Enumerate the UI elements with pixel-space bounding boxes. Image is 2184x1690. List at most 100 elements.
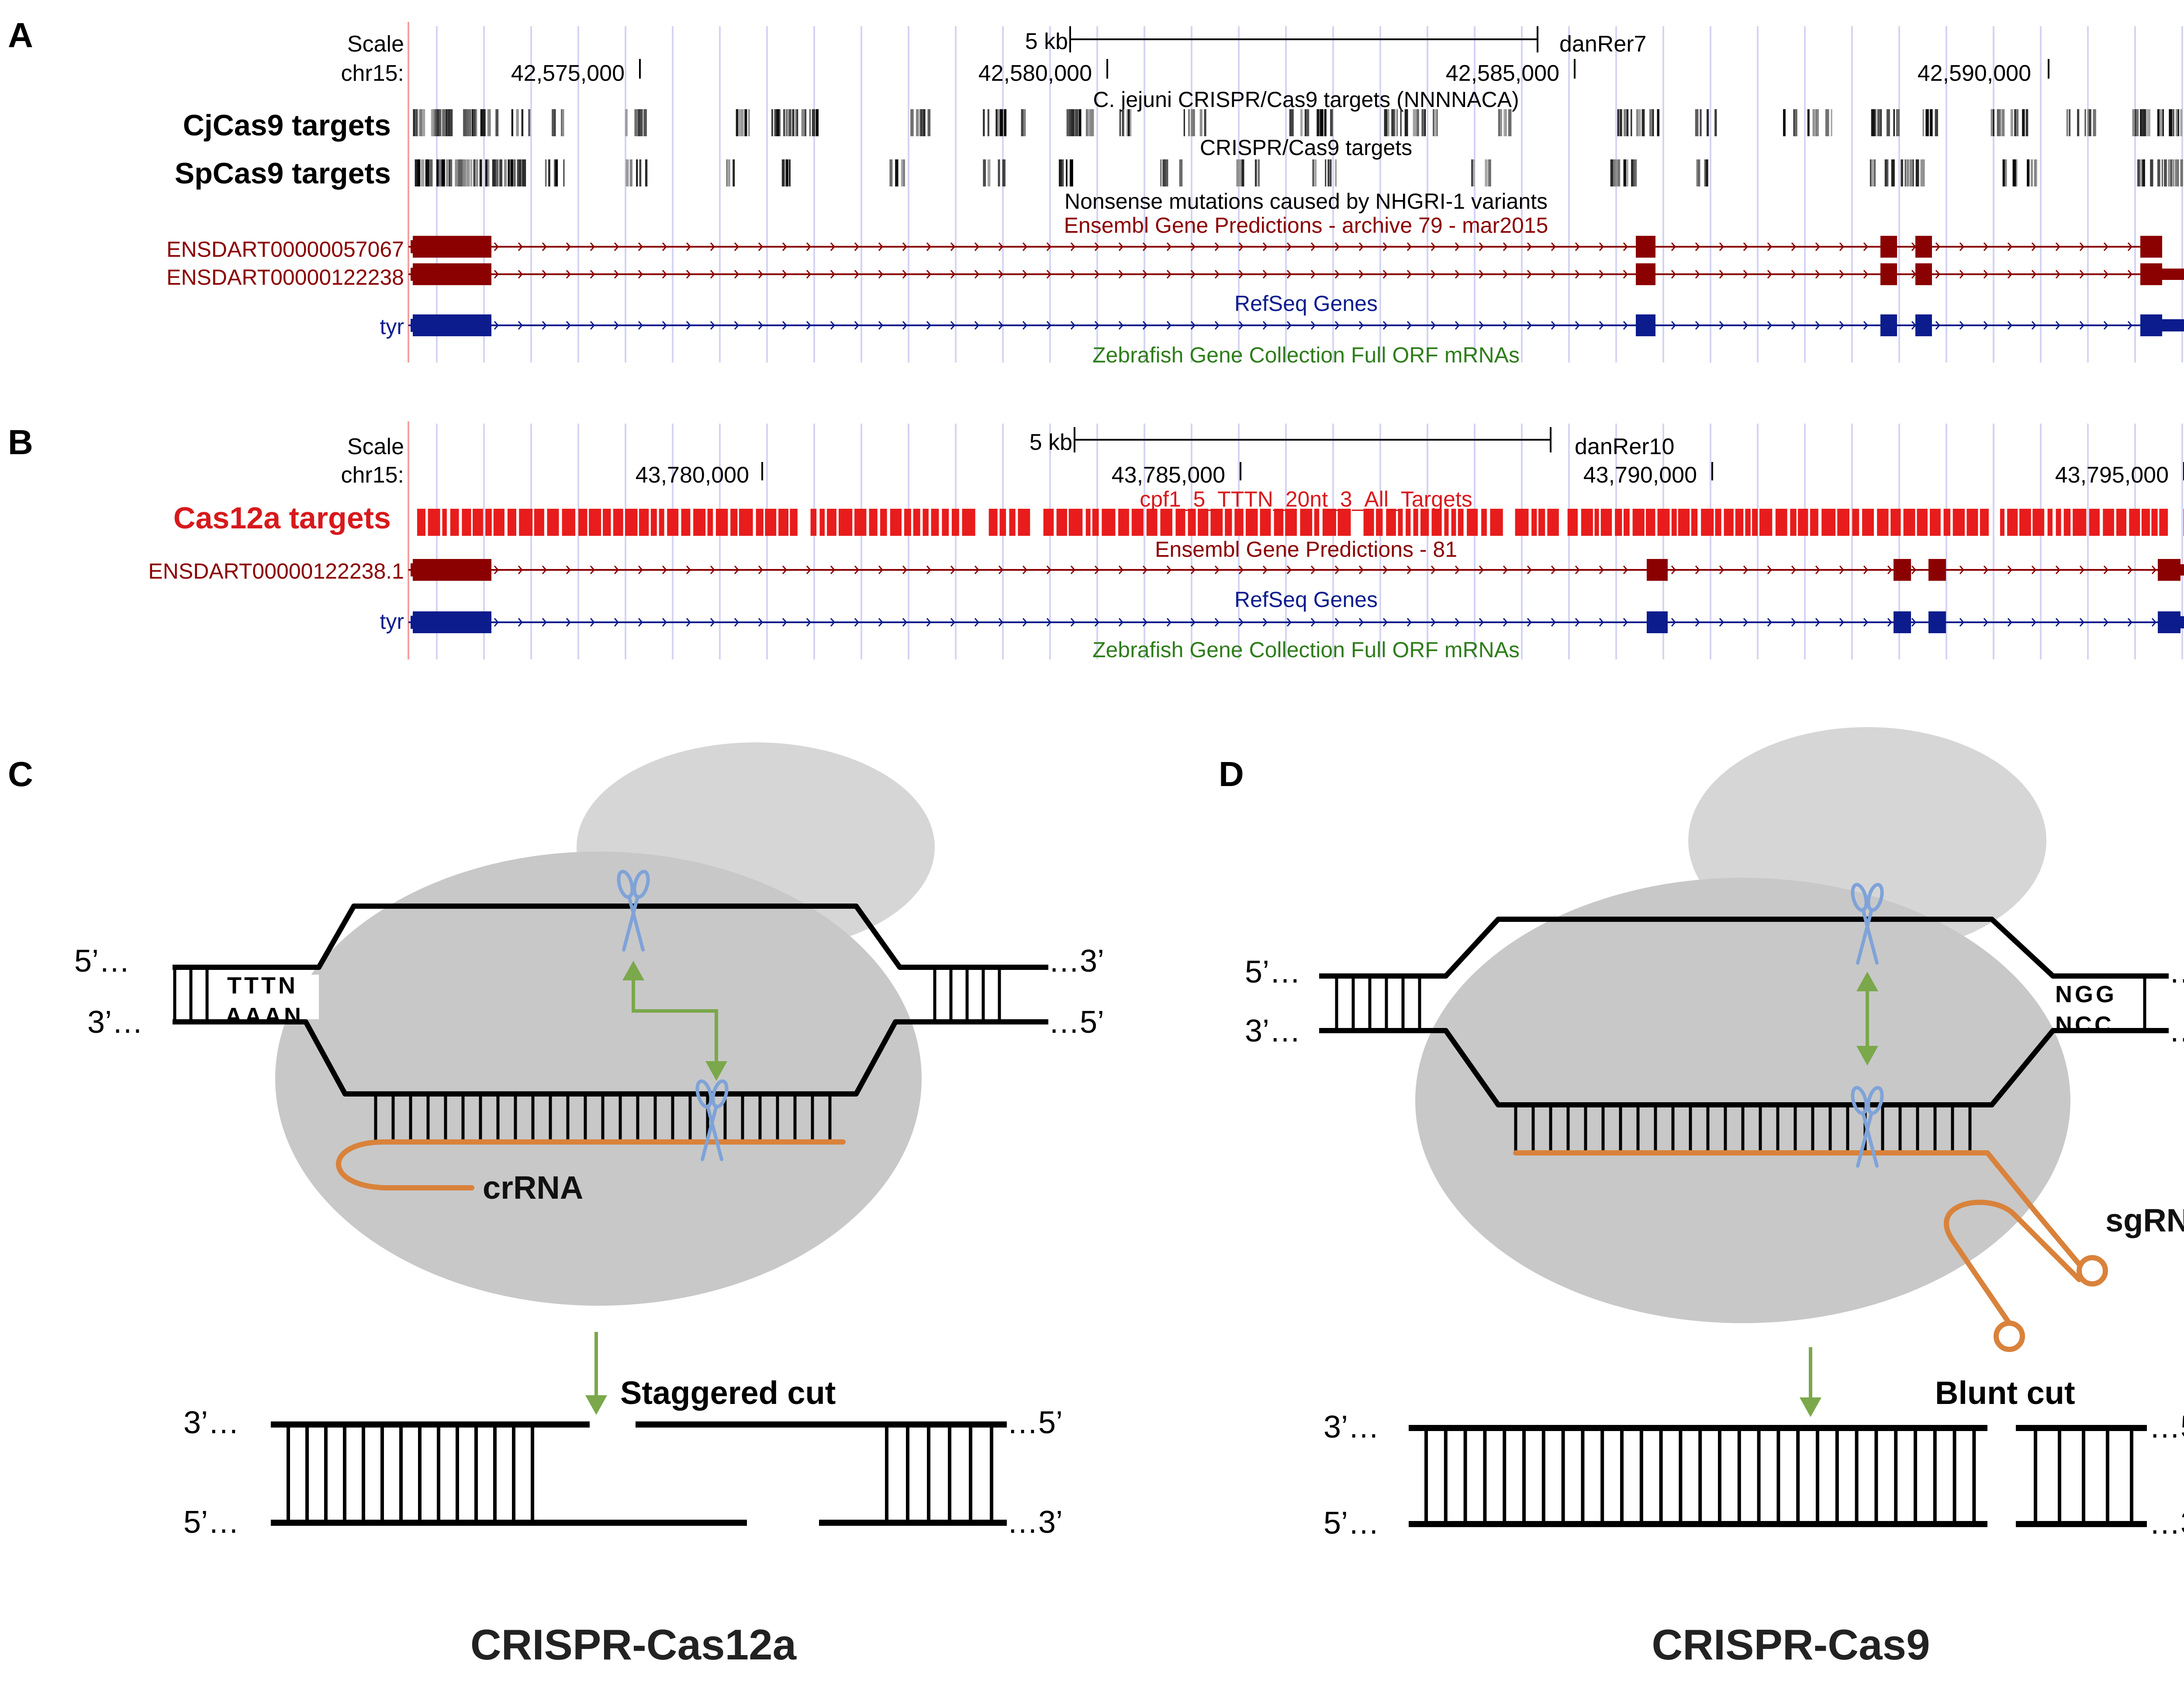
strand-chevron — [734, 270, 740, 279]
target-tick — [916, 109, 919, 136]
panel-d-sgrna — [1513, 1150, 2108, 1352]
target-tick — [1652, 109, 1654, 136]
strand-chevron — [566, 321, 571, 330]
target-tick — [495, 159, 499, 186]
strand-chevron — [590, 566, 595, 574]
target-tick — [487, 159, 490, 186]
target-tick — [1090, 109, 1094, 136]
strand-chevron — [1815, 566, 1821, 574]
target-tick — [1615, 509, 1622, 536]
panel-a-coord-1: 42,575,000 — [511, 61, 625, 86]
target-tick — [1433, 109, 1434, 136]
strand-chevron — [2055, 242, 2061, 251]
target-tick — [1068, 509, 1083, 536]
target-tick — [1930, 509, 1941, 536]
target-tick — [2116, 509, 2126, 536]
target-tick — [1915, 159, 1919, 186]
target-tick — [1056, 509, 1067, 536]
target-tick — [921, 109, 923, 136]
strand-chevron — [542, 618, 547, 627]
target-tick — [1444, 509, 1449, 536]
target-tick — [1649, 109, 1652, 136]
strand-chevron — [590, 321, 595, 330]
strand-chevron — [1863, 321, 1869, 330]
strand-chevron — [1262, 242, 1268, 251]
target-tick — [1162, 159, 1166, 186]
panel-a-ensembl-track-title: Ensembl Gene Predictions - archive 79 - … — [1064, 213, 1548, 238]
target-tick — [809, 109, 811, 136]
strand-chevron — [2055, 566, 2061, 574]
target-tick — [516, 109, 519, 136]
target-tick — [548, 159, 550, 186]
strand-chevron — [518, 270, 523, 279]
target-tick — [2019, 509, 2031, 536]
strand-chevron — [686, 618, 691, 627]
strand-chevron — [662, 566, 667, 574]
strand-chevron — [1527, 566, 1532, 574]
strand-chevron — [1094, 270, 1100, 279]
target-tick — [508, 159, 510, 186]
strand-chevron — [1911, 566, 1917, 574]
target-tick — [742, 109, 744, 136]
strand-chevron — [1431, 270, 1436, 279]
target-tick — [2032, 509, 2045, 536]
panel-a-coord-2: 42,580,000 — [978, 61, 1092, 86]
strand-chevron — [1695, 270, 1700, 279]
strand-chevron — [638, 242, 643, 251]
target-tick — [816, 109, 819, 136]
strand-chevron — [1406, 566, 1412, 574]
target-tick — [2169, 109, 2173, 136]
exon-block — [1880, 236, 1897, 258]
target-tick — [707, 509, 713, 536]
strand-chevron — [1575, 321, 1580, 330]
strand-chevron — [1046, 242, 1052, 251]
target-tick — [756, 509, 764, 536]
target-tick — [1880, 109, 1882, 136]
strand-chevron — [1166, 242, 1172, 251]
strand-chevron — [1599, 321, 1604, 330]
target-tick — [463, 109, 467, 136]
target-tick — [613, 509, 623, 536]
strand-chevron — [1695, 242, 1700, 251]
strand-chevron — [1022, 242, 1028, 251]
panel-d-letter: D — [1219, 755, 1244, 793]
panel-a-transcript-2: ENSDART00000122238 — [166, 265, 404, 290]
target-tick — [1488, 159, 1491, 186]
panel-d-product-right-base-pairs — [2034, 1428, 2133, 1524]
strand-chevron — [1286, 270, 1292, 279]
target-tick — [555, 159, 558, 186]
panel-a-transcript-2-model — [408, 263, 2184, 285]
target-tick — [1485, 159, 1488, 186]
target-tick — [1198, 509, 1209, 536]
target-tick — [518, 159, 522, 186]
target-tick — [1696, 159, 1699, 186]
strand-chevron — [1551, 566, 1556, 574]
strand-chevron — [998, 242, 1004, 251]
exon-block — [413, 611, 491, 633]
target-tick — [1363, 509, 1374, 536]
target-tick — [1890, 509, 1901, 536]
target-tick — [1285, 509, 1297, 536]
strand-chevron — [1551, 242, 1556, 251]
strand-chevron — [710, 242, 715, 251]
target-tick — [1314, 509, 1320, 536]
target-tick — [805, 109, 806, 136]
strand-chevron — [1479, 566, 1484, 574]
target-tick — [1490, 509, 1503, 536]
target-tick — [455, 159, 459, 186]
target-tick — [1324, 109, 1327, 136]
strand-chevron — [1070, 270, 1076, 279]
target-tick — [1617, 109, 1619, 136]
target-tick — [1078, 109, 1082, 136]
target-tick — [771, 109, 773, 136]
panel-b-zgc-track-title: Zebrafish Gene Collection Full ORF mRNAs — [1092, 638, 1520, 662]
target-tick — [1862, 509, 1874, 536]
target-tick — [1398, 509, 1403, 536]
panel-c-product-left-base-pairs — [287, 1424, 534, 1523]
exon-block — [411, 319, 419, 332]
panel-a-cjcas9-track-title: C. jejuni CRISPR/Cas9 targets (NNNNACA) — [1093, 87, 1519, 112]
strand-chevron — [2031, 270, 2037, 279]
target-tick — [1759, 509, 1773, 536]
target-tick — [1085, 109, 1089, 136]
strand-chevron — [614, 242, 619, 251]
